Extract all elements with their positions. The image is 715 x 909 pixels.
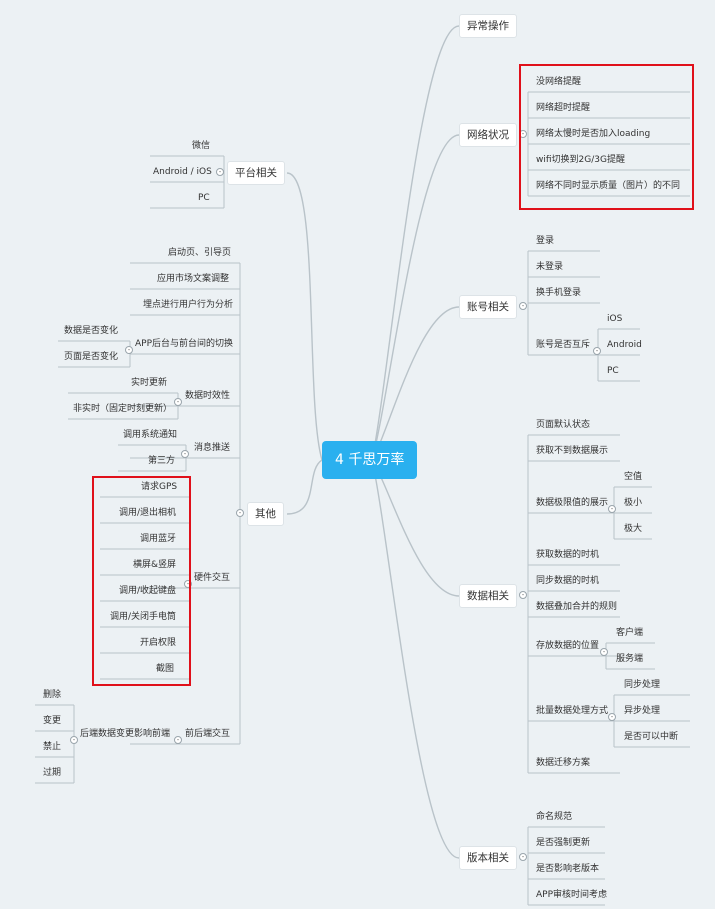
leaf-keyboard[interactable]: 调用/收起键盘 (119, 586, 177, 596)
leaf-limit-value-display[interactable]: 数据极限值的展示 (536, 498, 609, 508)
leaf-tracking-analytics[interactable]: 埋点进行用户行为分析 (143, 300, 234, 310)
leaf-screenshot[interactable]: 截图 (156, 664, 175, 674)
connector-line (286, 172, 323, 461)
toggle-push-collapse[interactable]: - (181, 450, 189, 458)
leaf-slow-network-loading[interactable]: 网络太慢时是否加入loading (536, 129, 651, 139)
leaf-storage-client[interactable]: 客户端 (616, 628, 644, 638)
leaf-not-logged-in[interactable]: 未登录 (536, 262, 564, 272)
leaf-permissions[interactable]: 开启权限 (140, 638, 177, 648)
leaf-page-changed[interactable]: 页面是否变化 (64, 352, 119, 362)
leaf-batch-async[interactable]: 异步处理 (624, 706, 661, 716)
leaf-backend-change-affects-frontend[interactable]: 后端数据变更影响前端 (80, 729, 171, 739)
leaf-forbid[interactable]: 禁止 (43, 742, 62, 752)
branch-data[interactable]: 数据相关 (459, 584, 517, 608)
leaf-batch-interruptible[interactable]: 是否可以中断 (624, 732, 679, 742)
toggle-data-collapse[interactable]: - (519, 591, 527, 599)
connector-line (371, 134, 460, 461)
leaf-network-image-quality[interactable]: 网络不同时显示质量（图片）的不同 (536, 181, 681, 191)
toggle-hardware-collapse[interactable]: - (184, 580, 192, 588)
leaf-storage-location[interactable]: 存放数据的位置 (536, 641, 600, 651)
toggle-other-collapse[interactable]: - (236, 509, 244, 517)
leaf-non-realtime-update[interactable]: 非实时（固定时刻更新） (73, 404, 173, 414)
leaf-force-update[interactable]: 是否强制更新 (536, 838, 591, 848)
leaf-pc[interactable]: PC (198, 193, 210, 203)
leaf-batch-processing[interactable]: 批量数据处理方式 (536, 706, 609, 716)
leaf-batch-sync[interactable]: 同步处理 (624, 680, 661, 690)
leaf-flashlight[interactable]: 调用/关闭手电筒 (110, 612, 177, 622)
leaf-naming-convention[interactable]: 命名规范 (536, 812, 573, 822)
leaf-mutex-pc[interactable]: PC (607, 366, 619, 376)
leaf-login[interactable]: 登录 (536, 236, 555, 246)
highlight-box-network (519, 64, 694, 210)
leaf-hardware-interaction[interactable]: 硬件交互 (194, 573, 231, 583)
leaf-expire[interactable]: 过期 (43, 768, 62, 778)
leaf-app-review-time[interactable]: APP审核时间考虑 (536, 890, 608, 900)
leaf-orientation[interactable]: 横屏&竖屏 (133, 560, 177, 570)
toggle-frontback-collapse[interactable]: - (174, 736, 182, 744)
root-topic[interactable]: 4 千思万率 (322, 441, 418, 479)
leaf-background-foreground-switch[interactable]: APP后台与前台间的切换 (135, 339, 234, 349)
leaf-message-push[interactable]: 消息推送 (194, 443, 231, 453)
toggle-version-collapse[interactable]: - (519, 853, 527, 861)
leaf-data-changed[interactable]: 数据是否变化 (64, 326, 119, 336)
leaf-third-party[interactable]: 第三方 (148, 456, 176, 466)
leaf-data-timeliness[interactable]: 数据时效性 (185, 391, 231, 401)
leaf-no-data-display[interactable]: 获取不到数据展示 (536, 446, 609, 456)
branch-other[interactable]: 其他 (247, 502, 284, 526)
branch-abnormal-operations[interactable]: 异常操作 (459, 14, 517, 38)
leaf-data-migration[interactable]: 数据迁移方案 (536, 758, 591, 768)
leaf-no-network-alert[interactable]: 没网络提醒 (536, 77, 582, 87)
toggle-account-collapse[interactable]: - (519, 302, 527, 310)
leaf-network-timeout-alert[interactable]: 网络超时提醒 (536, 103, 591, 113)
toggle-platform-collapse[interactable]: - (216, 168, 224, 176)
leaf-fetch-timing[interactable]: 获取数据的时机 (536, 550, 600, 560)
leaf-account-mutex[interactable]: 账号是否互斥 (536, 340, 591, 350)
leaf-delete[interactable]: 删除 (43, 690, 62, 700)
leaf-camera[interactable]: 调用/退出相机 (119, 508, 177, 518)
leaf-splash-guide-page[interactable]: 启动页、引导页 (168, 248, 232, 258)
leaf-wifi-to-2g3g-alert[interactable]: wifi切换到2G/3G提醒 (536, 155, 625, 165)
connector-line (286, 459, 323, 515)
branch-version[interactable]: 版本相关 (459, 846, 517, 870)
leaf-limit-empty[interactable]: 空值 (624, 472, 643, 482)
connector-line (371, 459, 460, 859)
highlight-box-hardware (92, 476, 191, 686)
toggle-limit-collapse[interactable]: - (608, 505, 616, 513)
leaf-affects-old-version[interactable]: 是否影响老版本 (536, 864, 600, 874)
toggle-backend-change-collapse[interactable]: - (70, 736, 78, 744)
toggle-timeliness-collapse[interactable]: - (174, 398, 182, 406)
branch-network-status[interactable]: 网络状况 (459, 123, 517, 147)
leaf-mutex-ios[interactable]: iOS (607, 314, 623, 324)
leaf-default-state[interactable]: 页面默认状态 (536, 420, 591, 430)
connector-line (371, 459, 460, 597)
leaf-merge-rules[interactable]: 数据叠加合并的规则 (536, 602, 618, 612)
leaf-mutex-android[interactable]: Android (607, 340, 642, 350)
leaf-request-gps[interactable]: 请求GPS (141, 482, 178, 492)
leaf-android-ios[interactable]: Android / iOS (153, 167, 212, 177)
toggle-batch-collapse[interactable]: - (608, 713, 616, 721)
connector-line (371, 25, 460, 461)
leaf-storage-server[interactable]: 服务端 (616, 654, 644, 664)
toggle-storage-collapse[interactable]: - (600, 648, 608, 656)
leaf-bluetooth[interactable]: 调用蓝牙 (140, 534, 177, 544)
toggle-switch-collapse[interactable]: - (125, 346, 133, 354)
branch-platform[interactable]: 平台相关 (227, 161, 285, 185)
leaf-realtime-update[interactable]: 实时更新 (131, 378, 168, 388)
branch-account[interactable]: 账号相关 (459, 295, 517, 319)
leaf-wechat[interactable]: 微信 (192, 141, 211, 151)
leaf-sync-timing[interactable]: 同步数据的时机 (536, 576, 600, 586)
leaf-system-notification[interactable]: 调用系统通知 (123, 430, 178, 440)
leaf-app-store-copy[interactable]: 应用市场文案调整 (157, 274, 230, 284)
leaf-limit-max[interactable]: 极大 (624, 524, 643, 534)
leaf-change-phone-login[interactable]: 换手机登录 (536, 288, 582, 298)
leaf-change[interactable]: 变更 (43, 716, 62, 726)
connector-line (371, 306, 460, 461)
leaf-frontend-backend-interaction[interactable]: 前后端交互 (185, 729, 231, 739)
leaf-limit-min[interactable]: 极小 (624, 498, 643, 508)
toggle-mutex-collapse[interactable]: - (593, 347, 601, 355)
